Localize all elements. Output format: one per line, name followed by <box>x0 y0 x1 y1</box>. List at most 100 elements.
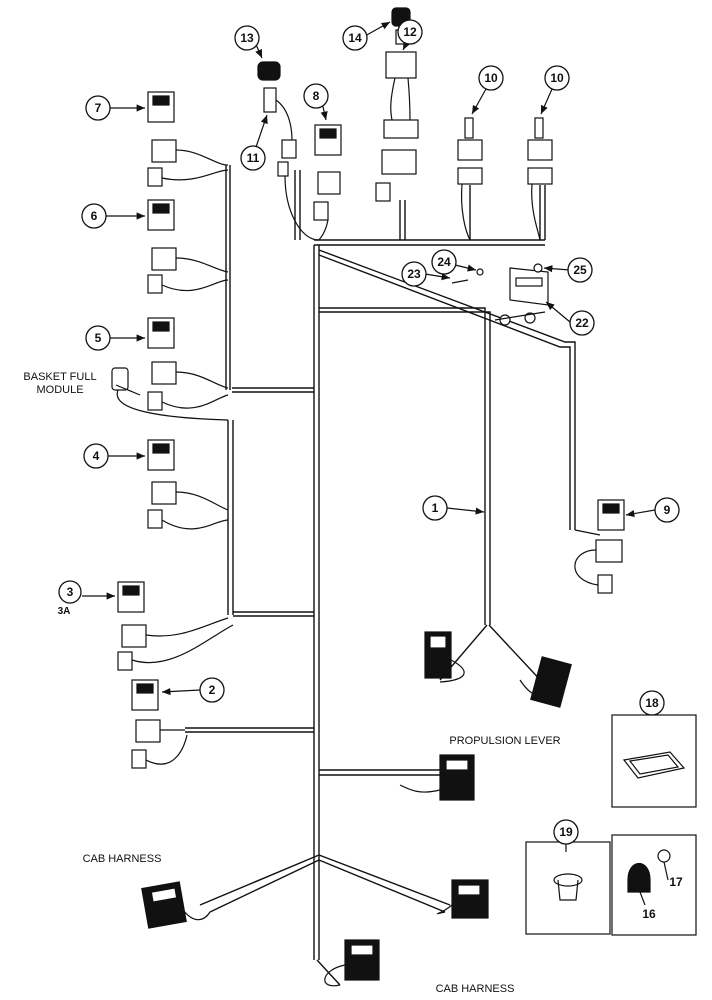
callout-5-number: 5 <box>95 331 102 345</box>
toggle-switch-10a <box>457 139 483 161</box>
propulsion-connector-right <box>530 656 572 708</box>
cab-harness-label-bottom: CAB HARNESS <box>436 983 515 995</box>
cab-harness-label-left: CAB HARNESS <box>83 853 162 865</box>
callout-6-number: 6 <box>91 209 98 223</box>
switch-4-group <box>147 439 229 530</box>
nut-25 <box>533 263 543 273</box>
callout-22-number: 22 <box>575 316 589 330</box>
callout-11 <box>240 145 266 171</box>
basket-full-module-label-line2: MODULE <box>36 384 83 396</box>
connector-5 <box>151 361 177 385</box>
callout-3-number: 3 <box>67 585 74 599</box>
callout-23 <box>401 261 427 287</box>
detail-box-18 <box>611 714 697 808</box>
callout-24-number: 24 <box>437 255 451 269</box>
callout-2-number: 2 <box>209 683 216 697</box>
main-harness-wires <box>185 165 601 986</box>
connector-cab-right <box>436 879 489 919</box>
connector-4 <box>151 481 177 505</box>
box-16-17 <box>611 834 697 936</box>
switch-6-group <box>147 199 229 294</box>
clamp-16 <box>627 863 651 893</box>
callout-8 <box>303 83 329 109</box>
callout-10b <box>544 65 570 91</box>
switch-10a-group <box>457 117 483 241</box>
callout-5 <box>85 325 111 351</box>
callout-2 <box>199 677 225 703</box>
callout-22 <box>569 310 595 336</box>
switch-3-group <box>117 581 234 671</box>
callout-10a-number: 10 <box>484 71 498 85</box>
basket-full-module-group <box>111 367 229 421</box>
connectors-propulsion <box>424 631 572 708</box>
callout-3a-number: 3A <box>58 606 71 617</box>
callout-19-number: 19 <box>559 825 573 839</box>
switch-9-group <box>574 499 625 594</box>
callout-8-number: 8 <box>313 89 320 103</box>
callout-13 <box>234 25 260 51</box>
detail-box-19 <box>525 841 611 935</box>
callout-12 <box>397 19 423 45</box>
washer-24 <box>476 268 484 276</box>
callout-13-number: 13 <box>240 31 254 45</box>
switch-7-group <box>147 91 229 187</box>
connector-propulsion-lever <box>399 754 475 801</box>
callout-1-number: 1 <box>432 501 439 515</box>
connector-2 <box>135 719 161 743</box>
switch-2-group <box>131 679 188 769</box>
callout-6 <box>81 203 107 229</box>
rocker-switch-4 <box>147 439 175 471</box>
switch-8-group <box>313 124 342 241</box>
switch-10b-group <box>527 117 553 241</box>
switch-11 <box>263 87 277 113</box>
callout-25-number: 25 <box>573 263 587 277</box>
connector-cab-bottom <box>324 939 380 987</box>
callout-18 <box>639 690 665 716</box>
callout-25 <box>567 257 593 283</box>
cab-harness-connector-left <box>141 881 187 929</box>
callout-9 <box>654 497 680 523</box>
callout-16-number: 16 <box>642 907 656 921</box>
toggle-switch-10b <box>527 139 553 161</box>
connector-cab-left <box>141 881 211 929</box>
callout-9-number: 9 <box>664 503 671 517</box>
basket-full-module-label-line1: BASKET FULL <box>23 371 96 383</box>
callout-4 <box>83 443 109 469</box>
callout-numbers: 7 6 5 4 3 3A 2 13 11 8 14 12 10 10 1 9 2… <box>58 25 683 921</box>
callout-18-number: 18 <box>645 696 659 710</box>
callout-7-number: 7 <box>95 101 102 115</box>
ring-terminal <box>499 314 511 326</box>
diagram-labels: BASKET FULL MODULE PROPULSION LEVER CAB … <box>23 371 560 995</box>
callout-14-number: 14 <box>348 31 362 45</box>
callout-24 <box>431 249 457 275</box>
knob-13-group <box>257 61 320 241</box>
grommet-19 <box>553 873 583 887</box>
callout-11-number: 11 <box>247 151 260 165</box>
callout-3 <box>58 580 82 604</box>
callout-circles <box>58 19 680 845</box>
callout-10b-number: 10 <box>550 71 564 85</box>
switch-12 <box>385 51 417 79</box>
connector-7 <box>151 139 177 163</box>
callout-7 <box>85 95 111 121</box>
detail-box-16-17 <box>611 834 697 936</box>
nut-17 <box>657 849 671 863</box>
box-19 <box>525 841 611 935</box>
callout-19 <box>553 819 579 845</box>
callout-12-number: 12 <box>403 25 417 39</box>
connector-3 <box>121 624 147 648</box>
connector-6 <box>151 247 177 271</box>
basket-full-module <box>111 367 129 391</box>
callout-1 <box>422 495 448 521</box>
screw-23 <box>451 279 469 284</box>
callout-17-number: 17 <box>669 875 683 889</box>
knob-13 <box>257 61 281 81</box>
relay-bracket-22-group <box>451 263 549 326</box>
callout-14 <box>342 25 368 51</box>
propulsion-lever-label: PROPULSION LEVER <box>449 735 560 747</box>
callout-23-number: 23 <box>407 267 421 281</box>
connector-8 <box>317 171 341 195</box>
callout-leaders <box>82 21 669 906</box>
